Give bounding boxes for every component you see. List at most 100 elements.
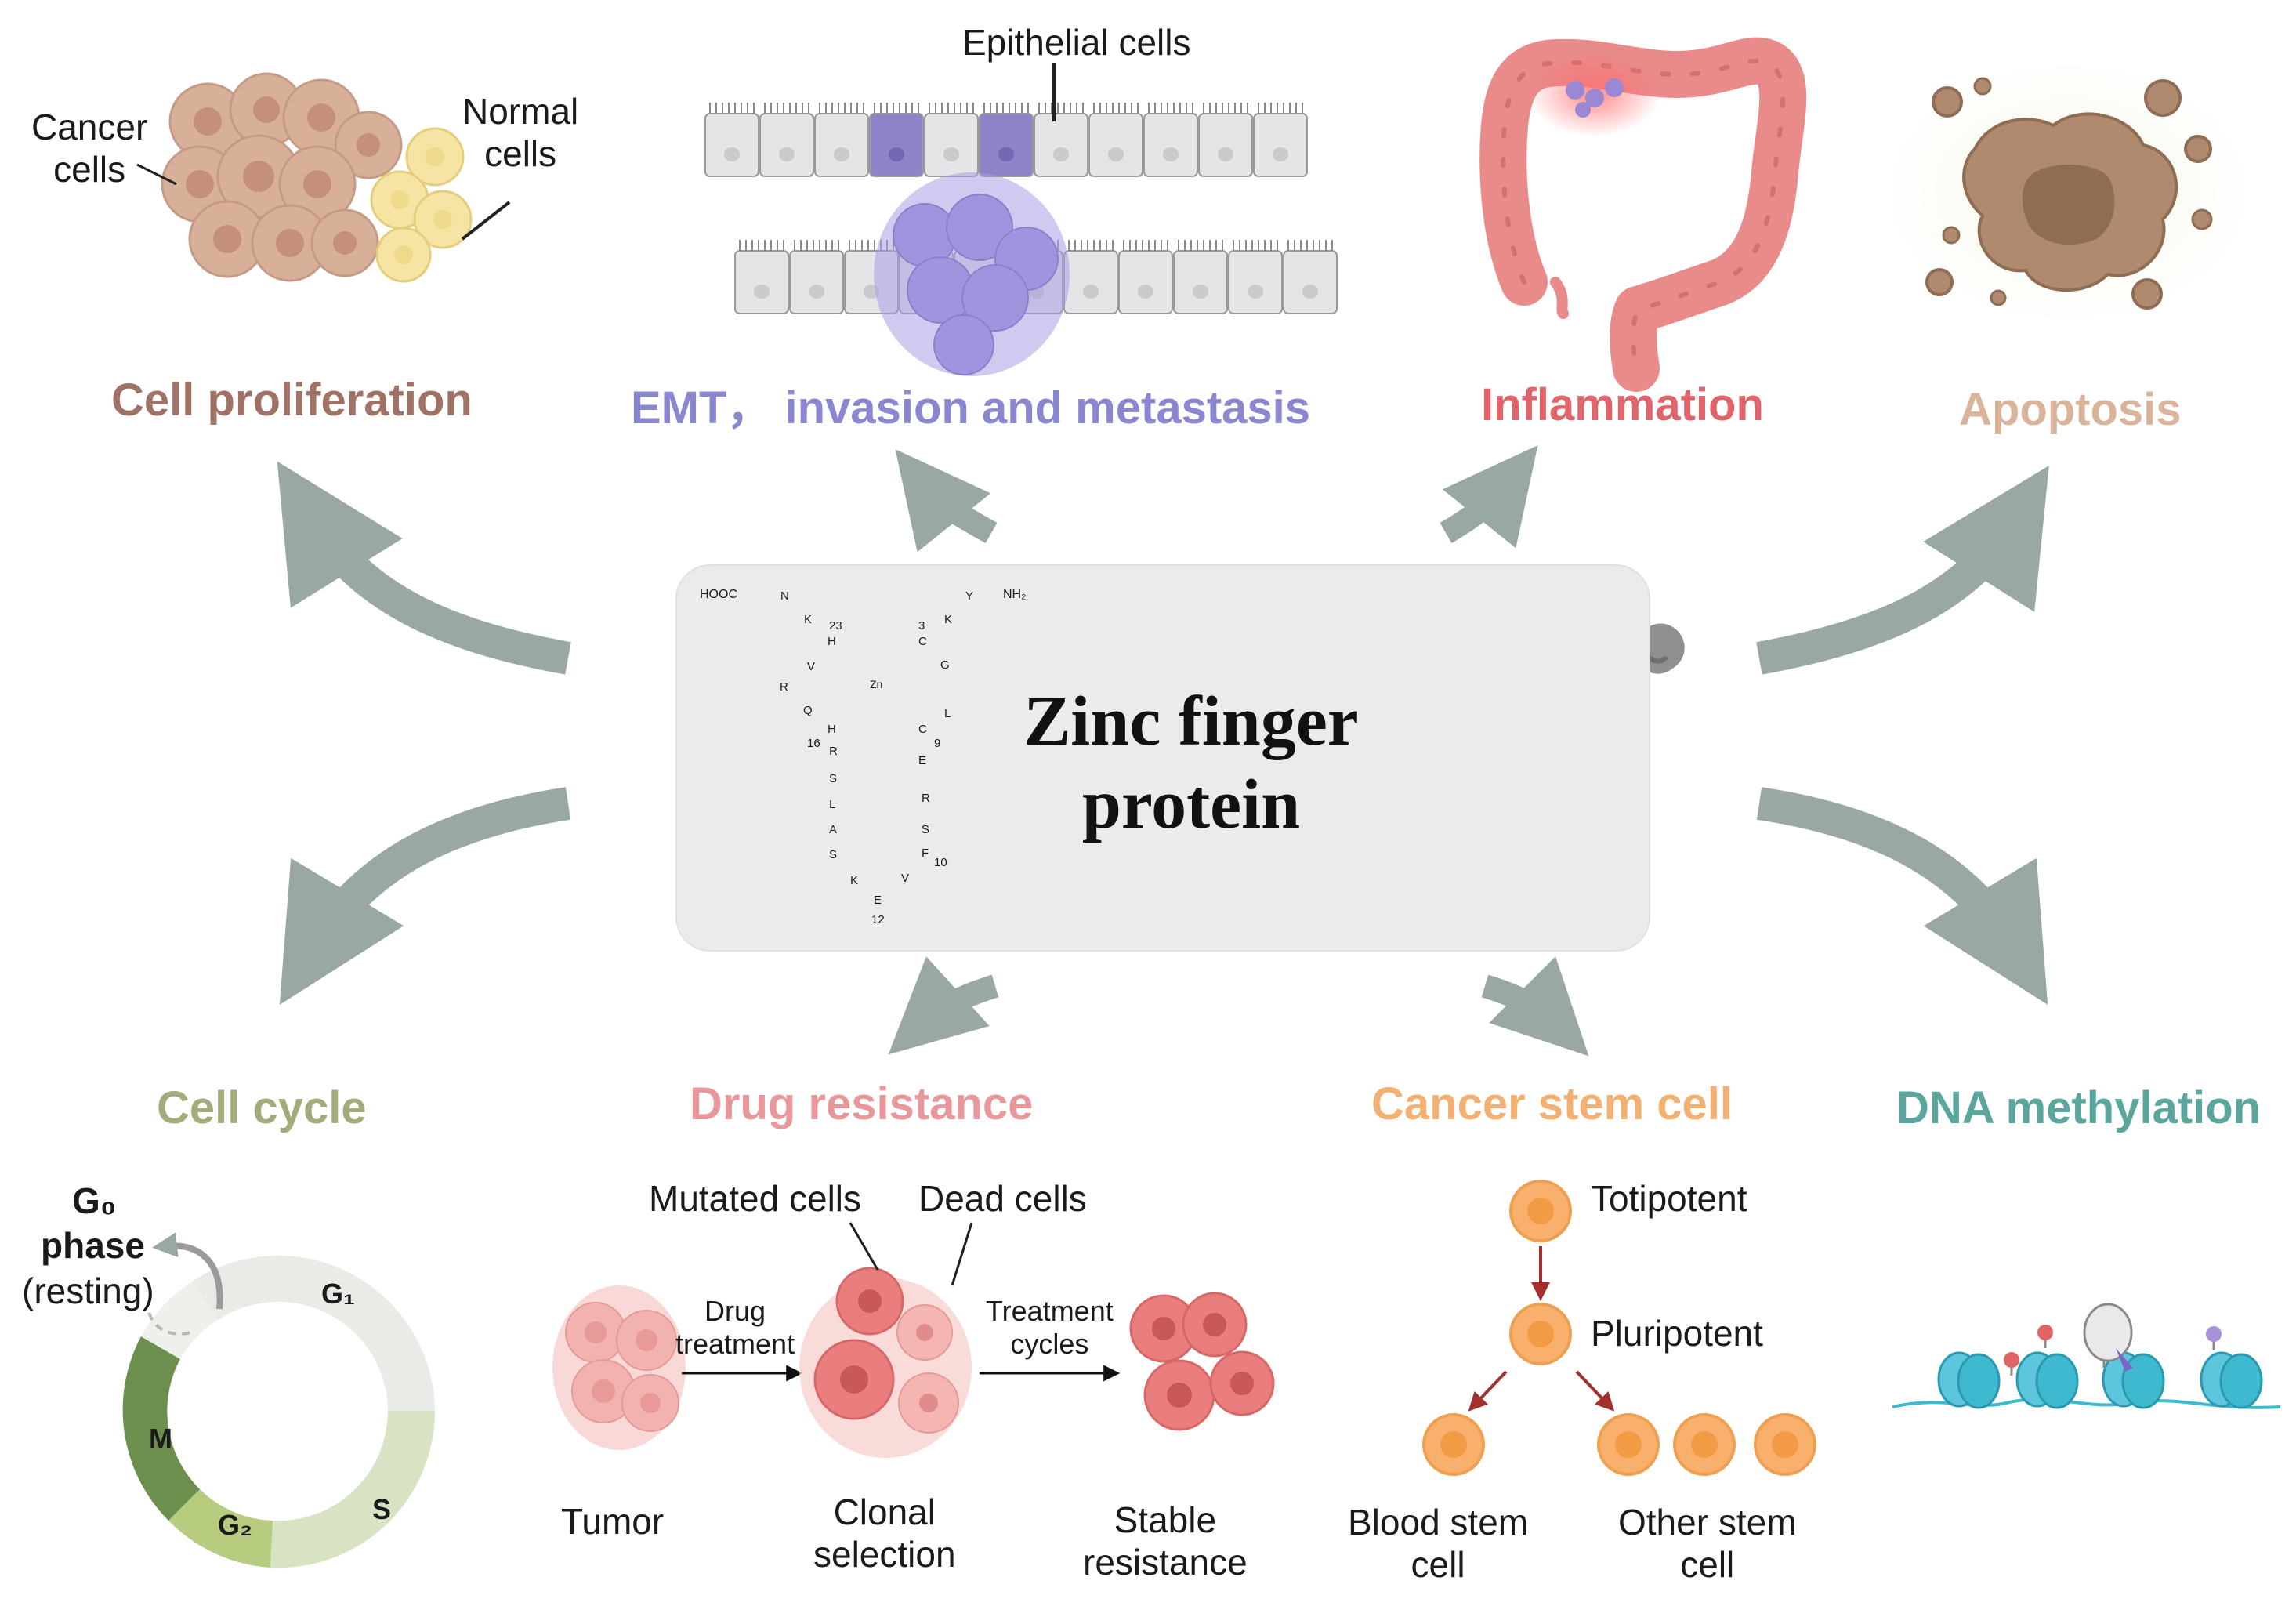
totipotent-label: Totipotent <box>1591 1178 1747 1219</box>
treatment-cycles-label: Treatment cycles <box>986 1295 1114 1360</box>
arrow-to-cell-cycle <box>279 787 571 1006</box>
epithelial-cell <box>1088 113 1143 177</box>
title-cancer-stem-cell: Cancer stem cell <box>1371 1079 1733 1129</box>
arrow-to-apoptosis <box>1756 466 2049 675</box>
epithelial-cell <box>1118 250 1173 314</box>
emt-illustration <box>704 63 1338 376</box>
sequence-residue: V <box>807 660 816 673</box>
sequence-residue: E <box>874 894 882 907</box>
dead-cells-label: Dead cells <box>918 1178 1087 1219</box>
epithelial-layer-top <box>704 103 1308 177</box>
nucleosome-4 <box>2200 1351 2263 1409</box>
arrow-to-dna-methylation <box>1756 787 2048 1006</box>
cancer-cell-cluster <box>161 72 403 282</box>
cycle-segment-m <box>122 1336 200 1521</box>
zinc-finger-title-line1: Zinc finger <box>1023 683 1359 760</box>
normal-cells-label: Normal cells <box>462 91 579 175</box>
sequence-residue: N <box>780 589 789 603</box>
sequence-residue: S <box>922 823 930 836</box>
epithelial-cell <box>1173 250 1228 314</box>
sequence-hooc-label: HOOC <box>700 588 737 601</box>
sequence-residue: A <box>829 823 838 836</box>
zinc-finger-title: Zinc finger protein <box>1019 680 1363 847</box>
epithelial-cell <box>1253 113 1308 177</box>
methylation-enzyme <box>2083 1303 2133 1362</box>
title-cell-cycle: Cell cycle <box>157 1082 367 1133</box>
nucleosome-3 <box>2102 1351 2165 1409</box>
sequence-residue: 3 <box>918 619 925 633</box>
g1-phase-label: G₁ <box>321 1278 355 1310</box>
cycle-segment-s <box>270 1411 436 1568</box>
sequence-residue: 16 <box>807 737 820 750</box>
title-apoptosis: Apoptosis <box>1959 384 2182 435</box>
sequence-residue: R <box>829 745 838 758</box>
arrow-to-cell-proliferation <box>277 461 571 675</box>
title-drug-resistance: Drug resistance <box>690 1079 1034 1129</box>
epithelial-cell <box>704 113 759 177</box>
cycle-segment-g2 <box>168 1489 273 1568</box>
sequence-residue: E <box>918 754 927 767</box>
sequence-residue: 23 <box>829 619 842 633</box>
drug-treatment-label: Drug treatment <box>675 1295 795 1360</box>
sequence-residue: S <box>829 772 838 785</box>
sequence-residue: K <box>944 613 953 626</box>
stable-resistance-label: Stable resistance <box>1083 1499 1248 1583</box>
g0-resting-label: (resting) <box>22 1271 154 1311</box>
arrow-to-emt <box>895 449 998 553</box>
other-stem-cell-label: Other stem cell <box>1618 1502 1797 1586</box>
sequence-residue: 10 <box>934 856 947 869</box>
connector-arrows <box>277 445 2049 1057</box>
sequence-residue: V <box>901 872 910 885</box>
title-cell-proliferation: Cell proliferation <box>111 375 473 426</box>
sequence-residue: K <box>850 874 859 887</box>
mutated-cells-pointer <box>849 1222 879 1271</box>
epithelial-cell <box>734 250 789 314</box>
arrow-to-drug-resistance <box>888 956 999 1055</box>
invading-cell-cluster <box>874 172 1070 376</box>
epithelial-cells-label: Epithelial cells <box>962 22 1191 63</box>
blood-stem-cell-label: Blood stem cell <box>1348 1502 1529 1586</box>
normal-cells-pointer <box>461 201 511 241</box>
sequence-residue: L <box>944 707 951 720</box>
sequence-residue: Y <box>965 589 974 603</box>
dead-cells-pointer <box>951 1222 973 1286</box>
tumor-cluster <box>552 1285 686 1450</box>
title-dna-methylation: DNA methylation <box>1896 1082 2262 1133</box>
sequence-nh2-label: NH₂ <box>1003 588 1027 601</box>
normal-cell-cluster <box>370 127 473 283</box>
cancer-cells-label: Cancer cells <box>31 107 148 190</box>
zinc-finger-center-panel <box>675 564 1650 952</box>
cell-cycle-ring <box>122 1256 436 1568</box>
title-inflammation: Inflammation <box>1481 379 1764 430</box>
apoptosis-illustration <box>1881 59 2257 325</box>
g0-arrow <box>152 1232 223 1310</box>
epithelial-cell <box>1283 250 1338 314</box>
arrow-to-inflammation <box>1440 445 1538 549</box>
dna-methylation-illustration <box>1892 1303 2281 1409</box>
s-phase-label: S <box>372 1493 392 1525</box>
sequence-residue: H <box>828 635 836 648</box>
sequence-residue: 9 <box>934 737 941 750</box>
zinc-finger-title-line2: protein <box>1081 766 1301 844</box>
nucleosome-1 <box>1937 1351 2001 1409</box>
g0-label: G₀ <box>72 1180 117 1221</box>
epithelial-cell <box>869 113 924 177</box>
sequence-residue: Q <box>803 704 813 717</box>
mutated-cells-label: Mutated cells <box>649 1178 862 1219</box>
m-phase-label: M <box>149 1423 172 1455</box>
pluripotent-label: Pluripotent <box>1591 1313 1763 1354</box>
stable-resistance-cluster <box>1129 1292 1275 1431</box>
zinc-ion-label: Zn <box>870 678 883 691</box>
epithelial-cell <box>1143 113 1198 177</box>
sequence-residue: K <box>804 613 813 626</box>
nucleosome-2 <box>2015 1351 2079 1409</box>
epithelial-cell <box>789 250 844 314</box>
epithelial-cell <box>814 113 869 177</box>
g2-phase-label: G₂ <box>218 1509 252 1541</box>
clonal-selection-label: Clonal selection <box>813 1492 956 1575</box>
inflammation-illustration <box>1479 37 1807 392</box>
sequence-residue: C <box>918 635 927 648</box>
apoptotic-nucleus <box>2022 165 2115 245</box>
sequence-residue: C <box>918 723 927 736</box>
